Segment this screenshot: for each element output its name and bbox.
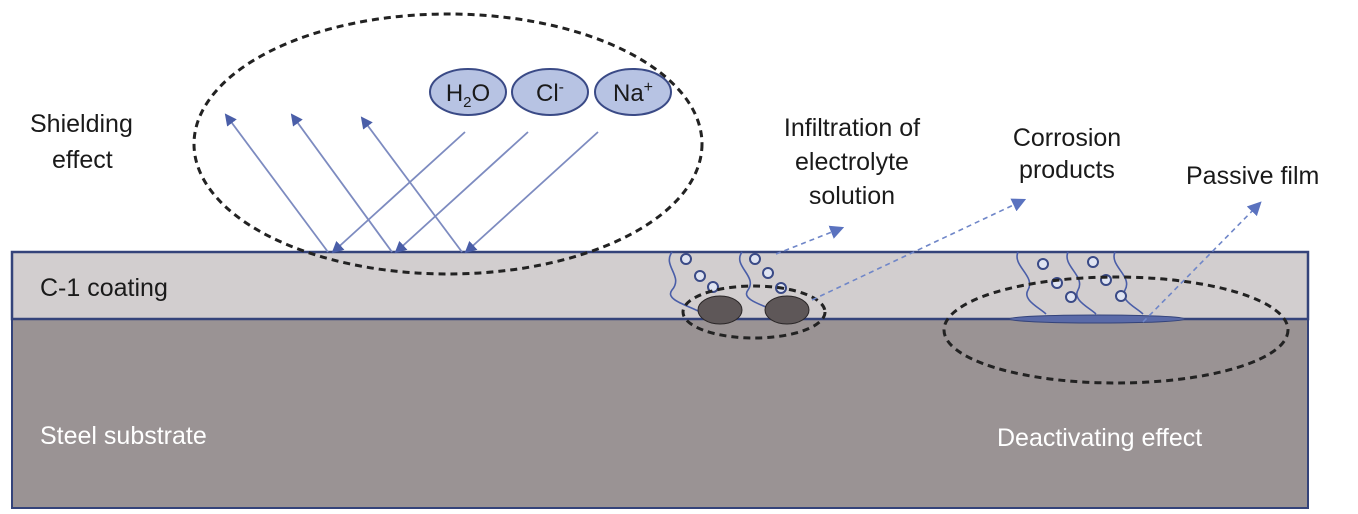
steel-substrate-layer — [11, 318, 1309, 509]
shielding-zone-ellipse — [192, 12, 704, 276]
shielding-effect-label-line1: Shielding — [30, 110, 133, 138]
incoming-ion-arrows — [331, 131, 599, 254]
infiltration-path — [1066, 251, 1097, 315]
electrolyte-bubbles — [680, 253, 787, 294]
water-ion-label: H2O — [446, 80, 490, 111]
electrolyte-bubble — [1037, 258, 1049, 270]
electrolyte-bubble — [680, 253, 692, 265]
infiltration-path — [668, 251, 701, 313]
sodium-ion: Na+ — [594, 68, 672, 116]
water-ion-bubble — [429, 68, 507, 116]
deactivating-zone-ellipse — [942, 275, 1290, 385]
reflected-arrow — [224, 113, 329, 253]
reflected-arrow — [360, 116, 463, 253]
leader-arrows — [775, 198, 1262, 323]
water-ion: H2O — [429, 68, 507, 116]
chloride-ion: Cl- — [511, 68, 589, 116]
infiltration-label-line1: Infiltration of — [784, 114, 920, 142]
corrosion-leader-arrow — [811, 198, 1027, 301]
electrolyte-bubble — [707, 281, 719, 293]
electrolyte-bubble — [749, 253, 761, 265]
sodium-ion-bubble — [594, 68, 672, 116]
infiltration-label-line3: solution — [809, 182, 895, 210]
reflected-ion-arrows — [224, 113, 463, 253]
infiltration-leader-arrow — [775, 225, 845, 255]
passive-film-label: Passive film — [1186, 162, 1319, 190]
electrolyte-bubble — [762, 267, 774, 279]
reflected-arrow — [290, 113, 393, 253]
passive-zone-bubbles — [1037, 256, 1127, 303]
coating-label: C-1 coating — [40, 274, 168, 302]
electrolyte-bubble — [1087, 256, 1099, 268]
electrolyte-bubble — [1115, 290, 1127, 302]
passive-film — [1008, 314, 1186, 324]
passive-zone-paths — [1016, 251, 1144, 315]
substrate-label: Steel substrate — [40, 422, 207, 450]
corrosion-products-label-line1: Corrosion — [1013, 124, 1121, 152]
corrosion-product — [697, 295, 743, 325]
shielding-effect-label-line2: effect — [52, 146, 113, 174]
chloride-ion-label: Cl- — [536, 79, 564, 107]
infiltration-path — [1016, 251, 1047, 315]
deactivating-effect-label: Deactivating effect — [997, 424, 1202, 452]
chloride-ion-bubble — [511, 68, 589, 116]
coating-layer — [10, 250, 1310, 321]
incoming-arrow — [331, 131, 466, 254]
corrosion-product — [764, 295, 810, 325]
passive-film-leader-arrow — [1142, 201, 1262, 323]
corrosion-products-label-line2: products — [1019, 156, 1115, 184]
sodium-ion-label: Na+ — [613, 79, 653, 107]
incoming-arrow — [464, 131, 599, 254]
electrolyte-bubble — [694, 270, 706, 282]
incoming-arrow — [394, 131, 529, 254]
infiltration-label-line2: electrolyte — [795, 148, 909, 176]
electrolyte-bubble — [1065, 291, 1077, 303]
corrosion-zone-ellipse — [681, 284, 827, 340]
infiltration-path — [1113, 251, 1144, 315]
